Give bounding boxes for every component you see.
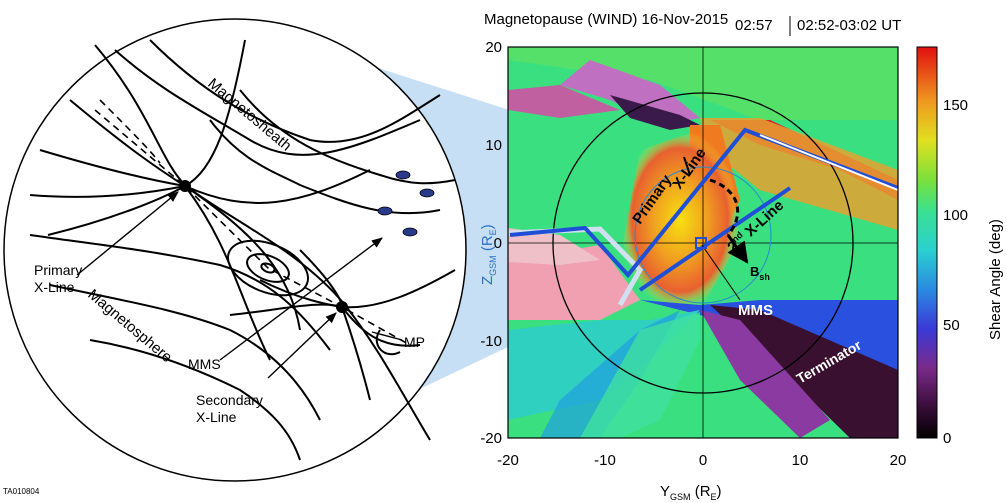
y-tick-label: 10 [485, 137, 502, 154]
mms-position-line [701, 244, 741, 301]
primary-tick [683, 156, 691, 176]
plot-time: 02:57 [735, 17, 773, 34]
x-tick-label: -20 [497, 452, 519, 469]
y-axis: 20 10 0 -10 -20 ZGSM (RE) [479, 39, 502, 447]
primary-xline-highlight [759, 134, 899, 191]
label-primary-xline-2: X-Line [34, 279, 75, 295]
separatrix [94, 99, 411, 346]
figure-id: TA010804 [3, 487, 40, 496]
colorbar: 150 100 50 0 Shear Angle (deg) [916, 46, 1004, 447]
inset-arrows [76, 191, 403, 379]
colorbar-tick: 100 [943, 207, 968, 224]
label-mp: MP [404, 334, 425, 350]
x-tick-label: 10 [792, 452, 809, 469]
colorbar-tick: 50 [943, 317, 960, 334]
label-secondary-xline-1: Secondary [196, 392, 263, 408]
y-tick-label: -20 [480, 430, 502, 447]
colorbar-label: Shear Angle (deg) [987, 219, 1004, 340]
annot-bsh: Bsh [750, 264, 770, 282]
x-tick-label: 0 [699, 452, 707, 469]
x-axis: -20 -10 0 10 20 YGSM (RE) [497, 452, 906, 502]
y-tick-label: 20 [485, 39, 502, 56]
plot-time-range: 02:52-03:02 UT [797, 17, 901, 34]
x-tick-label: -10 [594, 452, 616, 469]
annot-mms: MMS [738, 302, 773, 319]
x-axis-title: YGSM (RE) [660, 483, 722, 502]
label-primary-xline-1: Primary [34, 262, 82, 278]
y-axis-title: ZGSM (RE) [479, 224, 498, 285]
plot-frame [507, 46, 899, 439]
secondary-xline [638, 186, 792, 292]
colorbar-tick: 150 [943, 97, 968, 114]
terminator-circle [552, 92, 854, 394]
secondary-xline-dot [336, 301, 348, 313]
label-secondary-xline-2: X-Line [196, 409, 237, 425]
y-tick-label: -10 [480, 333, 502, 350]
bsh-arrow [726, 234, 749, 264]
field-lines [29, 39, 456, 461]
colorbar-gradient [916, 46, 938, 439]
connection-path [709, 178, 740, 236]
x-tick-label: 20 [890, 452, 907, 469]
mms-marker [695, 237, 707, 249]
colorbar-tick: 0 [943, 430, 951, 447]
shear-angle-map: Primary X-Line 2nd X-Line Bsh MMS Termin… [507, 46, 899, 439]
plot-title: Magnetopause (WIND) 16-Nov-2015 [484, 11, 728, 28]
mms-viewpoint-circle [634, 166, 772, 304]
mms-spacecraft-icons [377, 170, 435, 237]
primary-xline-dot [179, 180, 191, 192]
y-tick-label: 0 [494, 235, 502, 252]
inset-circle [3, 18, 467, 482]
label-mms: MMS [188, 356, 221, 372]
